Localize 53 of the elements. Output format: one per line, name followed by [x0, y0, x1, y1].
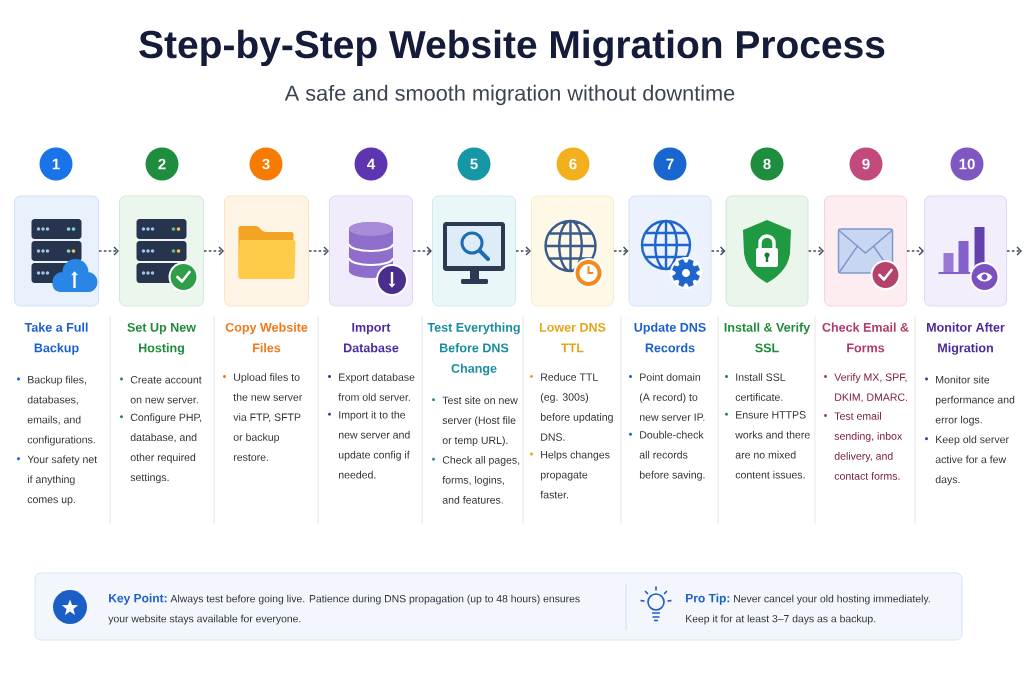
bullet-text: Configure PHP, database, and other required settings.: [130, 413, 202, 484]
step-title: Check Email & Forms: [822, 322, 909, 353]
step-title: Set Up New Hosting: [127, 322, 196, 355]
step-number: 8: [750, 147, 784, 181]
step-number: 2: [145, 147, 179, 181]
note-text: Key Point: Always test before going live. Patience during DNS propagation (up to 48 hours) ensures your website stays available for everyone.: [108, 593, 580, 625]
bullet-text: Check all pages, forms, logins, and features.: [442, 456, 520, 504]
bullet-text: Ensure HTTPS works and there are no mixed content issues.: [735, 411, 810, 479]
step-number: 6: [556, 147, 590, 181]
dashed-arrow: [412, 246, 432, 256]
step-title: Install & Verify SSL: [724, 322, 811, 353]
bullet-text: Test site on new server (Host file or temp URL).: [442, 396, 518, 447]
bullet-text: Helps changes propagate faster.: [540, 450, 610, 499]
step-title: Test Everything Before DNS Change: [427, 322, 520, 376]
step-title: Lower DNS TTL: [539, 322, 606, 353]
bullet-text: Your safety net if anything comes up.: [27, 455, 98, 506]
bullet-text: Keep old server active for a few days.: [935, 435, 1009, 486]
step-title: Copy Website Files: [225, 322, 308, 353]
dashed-arrow: [98, 246, 119, 256]
bullet-text: Test email sending, inbox delivery, and contact forms.: [834, 412, 903, 480]
bullet-text: Install SSL certificate.: [735, 373, 786, 401]
step-title: Import Database: [344, 323, 399, 353]
dashed-arrow: [515, 246, 531, 256]
note-text: Pro Tip: Never cancel your old hosting immediately. Keep it for at least 3–7 days as a backup.: [686, 593, 930, 625]
bullet-text: Create account on new server.: [130, 376, 202, 404]
step-number: 4: [354, 147, 388, 181]
step-number: 3: [249, 147, 283, 181]
step-number: 9: [849, 147, 883, 181]
dashed-arrow: [807, 246, 824, 256]
bullet-text: Monitor site performance and error logs.: [935, 375, 1015, 426]
bullet-text: Point domain (A record) to new server IP.: [639, 373, 705, 421]
bullet-text: Upload files to the new server via FTP, SFTP or backup restore.: [233, 373, 303, 461]
step-number: 7: [653, 147, 687, 181]
bullet-text: Reduce TTL (eg. 300s) before updating DNS.: [540, 373, 613, 441]
step-title: Take a Full Backup: [24, 322, 88, 355]
dashed-arrow: [906, 246, 924, 256]
dashed-arrow: [613, 246, 629, 256]
bullet-text: Double-check all records before saving.: [639, 430, 705, 481]
bullet-text: Verify MX, SPF, DKIM, DMARC.: [834, 373, 908, 403]
step-title: Monitor After Migration: [927, 322, 1005, 355]
step-title: Update DNS Records: [634, 322, 706, 353]
bullet-text: Import it to the new server and update config if needed.: [338, 410, 410, 479]
dashed-arrow: [1006, 246, 1022, 256]
step-number: 1: [39, 147, 73, 181]
dashed-arrow: [710, 246, 726, 256]
step-number: 5: [457, 147, 491, 181]
title: Step-by-Step Website Migration Process: [139, 29, 885, 67]
dashed-arrow: [203, 246, 224, 256]
bullet-text: Export database from old server.: [338, 373, 415, 401]
subtitle: A safe and smooth migration without downtime: [284, 84, 735, 106]
dashed-arrow: [308, 246, 329, 256]
bullet-text: Backup files, databases, emails, and configurations.: [27, 375, 95, 446]
step-number: 10: [950, 147, 984, 181]
